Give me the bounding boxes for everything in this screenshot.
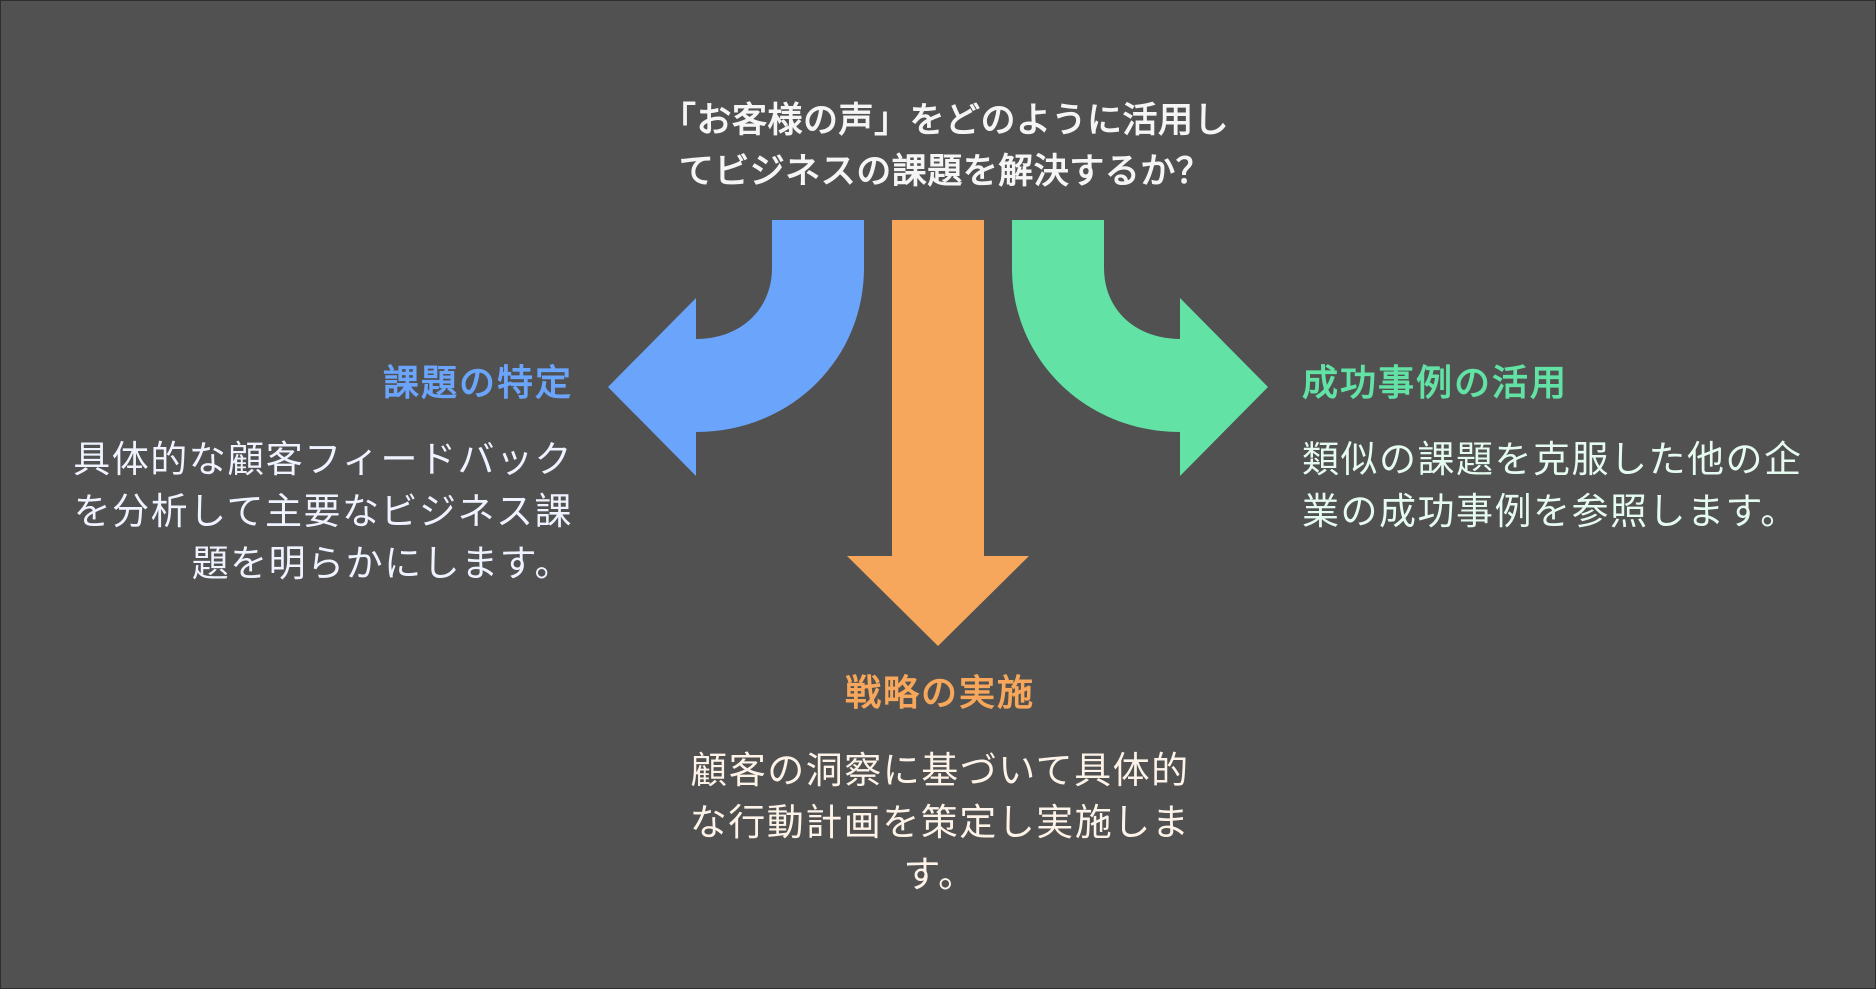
title-line: てビジネスの課題を解決するか？ [678,152,1212,192]
title-line: 「お客様の声」をどのように活用し [660,101,1229,141]
description-line: 類似の課題を克服した他の企 [1302,438,1803,481]
implement-heading: 戦略の実施 [844,673,1035,714]
description-line: 顧客の洞察に基づいて具体的 [690,749,1190,792]
implement-description: 顧客の洞察に基づいて具体的 な行動計画を策定し実施しま す。 [640,745,1240,901]
identify-description: 具体的な顧客フィードバック を分析して主要なビジネス課 題を明らかにします。 [73,434,573,590]
right-curved-arrow-icon [1012,220,1268,476]
description-line: す。 [903,853,977,896]
success-cases-heading: 成功事例の活用 [1302,363,1569,404]
description-line: を分析して主要なビジネス課 [73,490,573,533]
identify-heading: 課題の特定 [382,363,573,404]
description-line: 具体的な顧客フィードバック [73,438,573,481]
description-line: 業の成功事例を参照します。 [1302,490,1799,533]
down-arrow-icon [847,220,1029,646]
description-line: な行動計画を策定し実施しま [689,801,1191,844]
diagram-title: 「お客様の声」をどのように活用し てビジネスの課題を解決するか？ [600,96,1290,198]
left-curved-arrow-icon [608,220,864,476]
description-line: 題を明らかにします。 [191,542,573,585]
success-cases-description: 類似の課題を克服した他の企 業の成功事例を参照します。 [1302,434,1803,538]
